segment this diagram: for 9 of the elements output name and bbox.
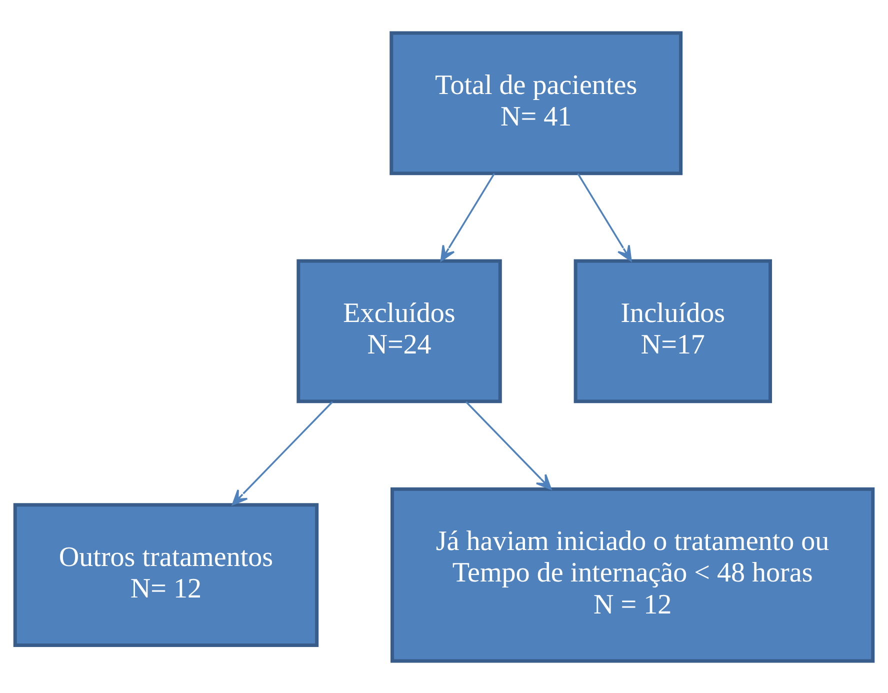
- node-box: Incluídos N=17: [574, 258, 772, 403]
- arrow: [466, 400, 552, 490]
- arrow: [232, 400, 334, 505]
- node-box: Outros tratamentos N= 12: [13, 502, 319, 646]
- arrow: [577, 172, 632, 261]
- node-box: Total de pacientes N= 41: [390, 30, 683, 175]
- node-box: Já haviam iniciado o tratamento ou Tempo de internação < 48 horas N = 12: [390, 486, 875, 662]
- arrow: [440, 172, 496, 261]
- node-box: Excluídos N=24: [296, 258, 502, 403]
